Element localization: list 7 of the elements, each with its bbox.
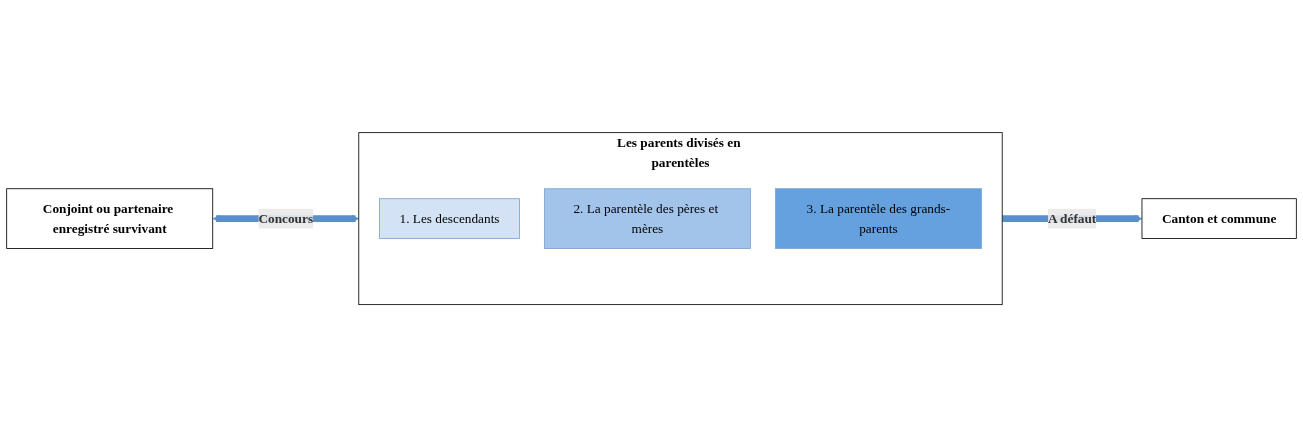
node-box: Canton et commune xyxy=(1141,198,1297,240)
edge-label: A défaut xyxy=(1047,211,1097,226)
node-box: 1. Les descendants xyxy=(379,198,520,240)
node-box: Conjoint ou partenaire enregistré survivant xyxy=(6,188,214,250)
edge-label: Concours xyxy=(258,211,314,226)
node-box: 2. La parentèle des pères et mères xyxy=(544,188,751,250)
node-box: 3. La parentèle des grands-parents xyxy=(774,188,982,250)
